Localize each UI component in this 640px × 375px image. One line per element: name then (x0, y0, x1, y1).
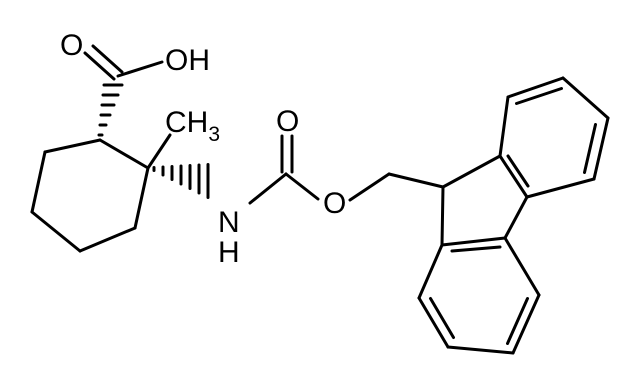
five-ring-bond-5 (440, 185, 445, 247)
upper-benzene-bond-1 (498, 95, 510, 158)
upper-benzene-inner-bond-3 (506, 154, 530, 188)
five-ring-bond-4 (440, 236, 507, 247)
upper-benzene-inner-bond-1 (515, 87, 563, 105)
o-ch2-bond (348, 172, 391, 202)
ring-bond-6 (43, 138, 102, 154)
c-oh-bond (116, 60, 164, 78)
lower-benzene-bond-5 (417, 243, 444, 300)
ring-bond-1 (98, 138, 150, 170)
five-ring-bond-3 (503, 195, 529, 240)
atom-label-nh-h: H (218, 236, 240, 269)
lower-benzene-inner-bond-1 (506, 297, 529, 345)
lower-benzene-inner-bond-2 (429, 297, 455, 339)
upper-benzene-bond-4 (592, 116, 610, 181)
lower-benzene-bond-4 (417, 296, 450, 349)
atom-label-hydroxyl: OH (165, 44, 210, 77)
lower-benzene-bond-2 (511, 293, 541, 355)
cyclohexane-ring (30, 138, 150, 253)
ch2-c9-bond (387, 172, 445, 189)
ring-bond-5 (30, 150, 47, 214)
atom-label-n: N (218, 206, 240, 239)
methyl-bond (146, 133, 172, 170)
atom-label-carbamate-o: O (276, 105, 299, 138)
lower-benzene-bond-3 (446, 345, 515, 355)
five-ring-bond-2 (498, 154, 529, 199)
fluorenyl-group (417, 76, 610, 355)
hashed-wedge-carboxyl (97, 83, 124, 137)
upper-benzene-inner-bond-2 (583, 123, 597, 174)
atom-label-methyl: CH3 (165, 106, 220, 146)
ring-bond-2 (133, 166, 150, 230)
lower-benzene-bond-1 (503, 236, 541, 297)
five-ring-bond-1 (441, 154, 502, 189)
carbonyl-double-bond-a (83, 51, 116, 81)
carbamate-group: O O (248, 105, 445, 220)
atom-label-carbonyl-o: O (60, 29, 83, 62)
ring-bond-4 (30, 210, 82, 253)
carbonyl-double-bond-b (91, 44, 124, 74)
c-o-ester-bond (284, 172, 320, 201)
n-c-bond (248, 172, 288, 205)
ring-bond-3 (78, 226, 137, 253)
upper-benzene-bond-2 (506, 76, 565, 99)
carboxylic-acid-group: O OH (60, 29, 210, 81)
lower-benzene-inner-bond-3 (450, 245, 502, 253)
hashed-wedge-amine (152, 163, 210, 199)
atom-label-ester-o: O (323, 187, 346, 220)
upper-benzene-bond-5 (525, 177, 596, 199)
methyl-group: CH3 (146, 106, 220, 170)
upper-benzene-bond-3 (561, 76, 610, 120)
